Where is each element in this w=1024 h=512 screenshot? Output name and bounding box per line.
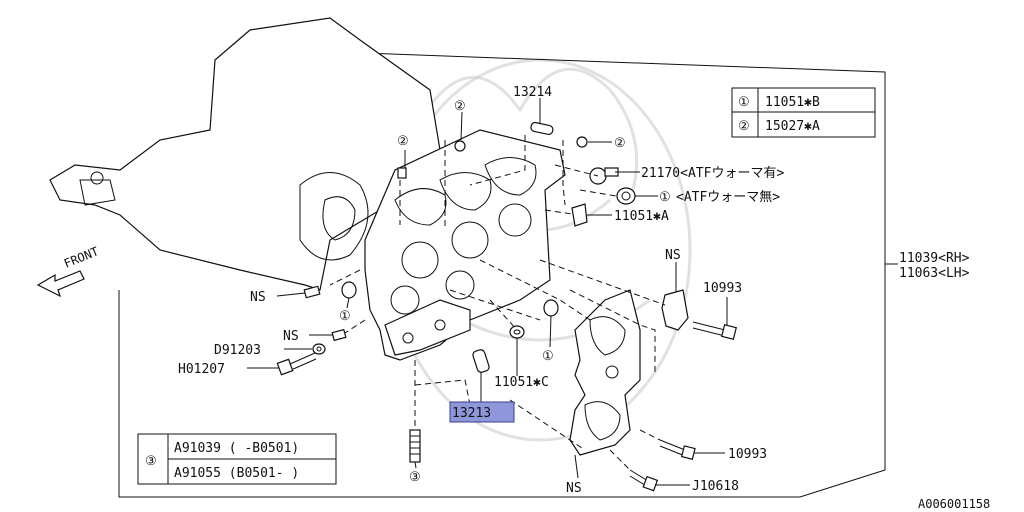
label-circle2-top: ② (454, 99, 466, 114)
label-11051a: 11051✱A (614, 209, 669, 224)
plug-11051c (509, 325, 525, 339)
diagram-id: A006001158 (918, 497, 990, 511)
label-circle1-center: ① (542, 349, 554, 364)
label-circle1-left: ① (339, 309, 351, 324)
label-d91203: D91203 (214, 343, 261, 358)
ns-bolt-mid (331, 328, 347, 342)
legend-table-bottom: ③ A91039 ( -B0501) A91055 (B0501- ) (137, 433, 337, 485)
label-ns-top: NS (665, 248, 681, 263)
label-21170: 21170<ATFウォーマ有> (641, 166, 784, 181)
plug-11051b-center (543, 299, 559, 317)
label-h01207: H01207 (178, 362, 225, 377)
label-ns-mid: NS (283, 329, 299, 344)
dowel-13213 (472, 349, 490, 373)
label-10993-top: 10993 (703, 281, 742, 296)
label-circle2-left: ② (397, 134, 409, 149)
front-arrow: FRONT (36, 244, 101, 298)
label-11051c: 11051✱C (494, 375, 549, 390)
plug-11051a (571, 203, 588, 227)
label-13214: 13214 (513, 85, 552, 100)
ns-bracket (661, 289, 689, 331)
plug-21170 (589, 167, 619, 185)
label-11039-rh: 11039<RH> (899, 251, 970, 266)
label-13213: 13213 (452, 406, 491, 421)
label-circle3: ③ (409, 470, 421, 485)
legend-marker-2: ② (738, 119, 750, 134)
legend-item-2: 15027✱A (765, 119, 820, 134)
label-atf-none: <ATFウォーマ無> (676, 190, 780, 205)
bolt-10993-top (692, 321, 738, 341)
label-circle1-atf: ① (659, 190, 671, 205)
legend-bottom-row-1: A91039 ( -B0501) (174, 441, 299, 456)
plug-15027-left (397, 167, 407, 179)
camshaft-cap-assembly (569, 289, 641, 456)
plug-11051b-right (616, 187, 636, 205)
bolt-10993-bottom (659, 439, 696, 461)
label-11063-lh: 11063<LH> (899, 266, 970, 281)
bolt-h01207 (276, 352, 317, 376)
cylinder-head (364, 129, 566, 361)
bolt-j10618 (629, 469, 659, 492)
dowel-13214 (530, 121, 554, 136)
highlight-13213 (449, 401, 515, 423)
dashed-guides (329, 135, 666, 471)
label-ns-left: NS (250, 290, 266, 305)
engine-block (49, 17, 441, 291)
plug-11051b-left (341, 281, 357, 299)
svg-text:FRONT: FRONT (62, 244, 101, 271)
leader-lines (247, 98, 898, 486)
label-circle2-right: ② (614, 136, 626, 151)
legend-bottom-marker: ③ (145, 454, 157, 469)
legend-item-1: 11051✱B (765, 95, 820, 110)
assembly-frame (118, 51, 886, 498)
legend-table: ① 11051✱B ② 15027✱A (731, 87, 876, 138)
part-labels: 13214 21170<ATFウォーマ有> ① <ATFウォーマ無> 11051… (178, 85, 990, 511)
stud-a91039 (409, 429, 421, 463)
plug-15027-right (576, 136, 588, 148)
ns-bolt-left (303, 285, 321, 299)
washer-d91203 (312, 343, 326, 355)
label-j10618: J10618 (692, 479, 739, 494)
plug-15027-top (454, 140, 466, 152)
label-10993-bottom: 10993 (728, 447, 767, 462)
legend-bottom-row-2: A91055 (B0501- ) (174, 466, 299, 481)
label-ns-bottom: NS (566, 481, 582, 496)
legend-marker-1: ① (738, 95, 750, 110)
